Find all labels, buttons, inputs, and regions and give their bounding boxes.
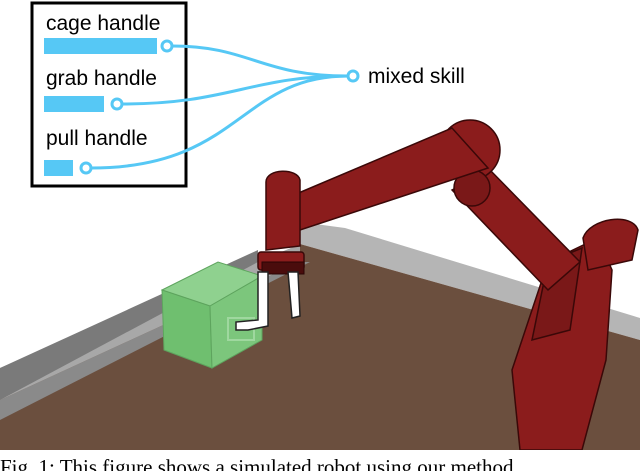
skill-panel: cage handle grab handle pull handle [30, 1, 188, 188]
skill-bar-pull-handle [44, 160, 73, 176]
skill-node-cage-handle-icon [160, 39, 174, 53]
skill-node-pull-handle-icon [79, 161, 93, 175]
mixed-skill-label: mixed skill [368, 65, 465, 88]
table-top [0, 244, 640, 450]
skill-label-pull-handle: pull handle [46, 127, 148, 150]
skill-connectors [90, 44, 349, 170]
gripper [235, 271, 301, 331]
connector-cage-handle [171, 44, 349, 78]
skill-label-cage-handle: cage handle [46, 12, 160, 35]
skill-label-grab-handle: grab handle [46, 67, 157, 90]
mixed-skill-node-icon [346, 69, 360, 83]
robot-base-top [582, 218, 639, 271]
robot-wrist [265, 170, 301, 251]
skill-node-grab-handle-icon [110, 97, 124, 111]
skill-bar-cage-handle [44, 38, 157, 54]
robot-flange [261, 261, 305, 275]
connector-pull-handle [90, 74, 349, 170]
gripper-finger-right [287, 271, 301, 319]
gripper-finger-left [235, 271, 269, 331]
robot-arm [257, 119, 639, 450]
skill-panel-frame [30, 1, 188, 188]
skill-bar-grab-handle [44, 96, 104, 112]
robot-skill-figure: cage handle grab handle pull handle mixe… [0, 1, 640, 450]
connector-grab-handle [121, 74, 349, 106]
figure-caption: Fig. 1: This figure shows a simulated ro… [0, 455, 514, 471]
